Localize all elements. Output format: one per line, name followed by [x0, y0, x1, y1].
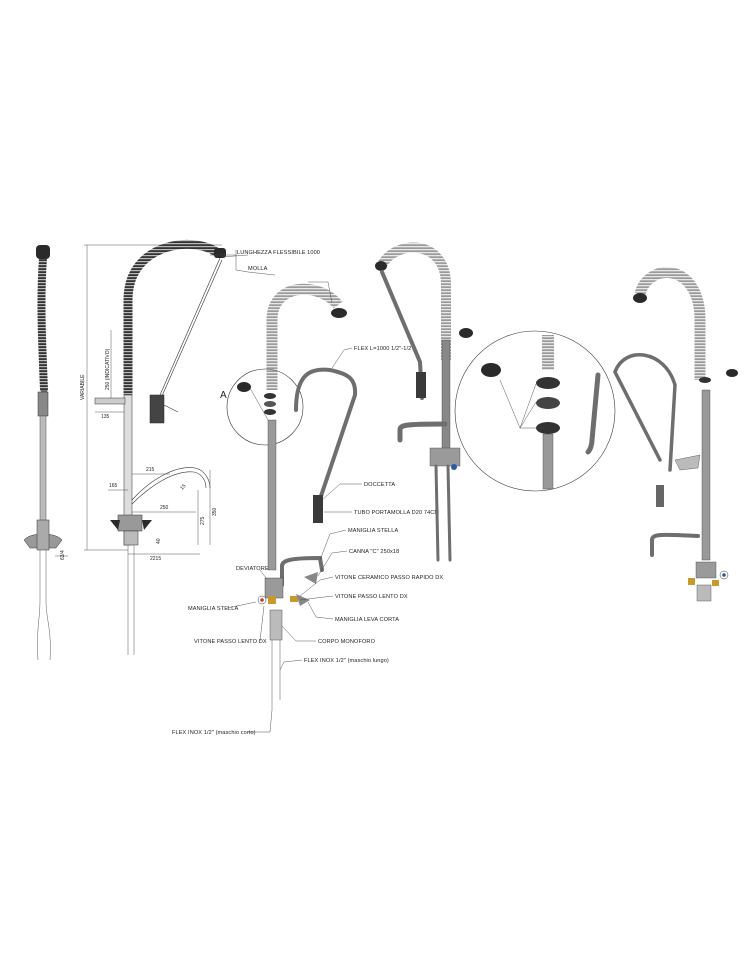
label-tubo-portamolla: TUBO PORTAMOLLA D20 74CM [354, 510, 439, 516]
label-maniglia-stella-right: MANIGLIA STELLA [348, 528, 398, 534]
dim-r: 15 [179, 483, 187, 491]
dim-variabile: VARIABILE [80, 374, 86, 400]
exploded-spring [266, 283, 343, 390]
assembled-spring [377, 242, 451, 360]
assembled-view [375, 242, 473, 562]
label-vitone-ceramico: VITONE CERAMICO PASSO RAPIDO DX [335, 575, 443, 581]
dimension-view: VARIABILE 250 (INDICATIVO) 135 215 165 2… [80, 240, 226, 655]
dim-350: 350 [212, 507, 218, 516]
label-corpo-monoforo: CORPO MONOFORO [318, 639, 376, 645]
detail-knob [481, 363, 501, 377]
dim-250: 250 (INDICATIVO) [105, 348, 111, 390]
label-doccetta: DOCCETTA [364, 482, 395, 488]
dim-165: 165 [109, 483, 118, 489]
exploded-3d-view [613, 267, 738, 602]
side-view: 63/4 [23, 245, 68, 661]
detail-circle-large [454, 330, 616, 492]
assembled-handle-top [459, 328, 473, 338]
dim-275: 275 [200, 516, 206, 525]
label-vitone-lento-dx-left: VITONE PASSO LENTO DX [194, 639, 267, 645]
label-vitone-lento-dx-right: VITONE PASSO LENTO DX [335, 594, 408, 600]
label-lunghezza-flessibile: LUNGHEZZA FLESSIBILE 1000 [237, 250, 320, 256]
side-spring-cap [36, 245, 50, 259]
label-maniglia-leva: MANIGLIA LEVA CORTA [335, 617, 399, 623]
exploded-3d-spring [634, 267, 706, 380]
dim-634: 63/4 [60, 550, 66, 560]
exploded-spring-cap [331, 308, 347, 318]
label-deviatore: DEVIATORE [236, 566, 269, 572]
detail-circle-a [226, 368, 304, 446]
dim-2215: 2215 [150, 556, 161, 562]
detail-enlarged [454, 330, 616, 492]
label-maniglia-stella-left: MANIGLIA STELLA [188, 606, 238, 612]
label-flex-inox-corti: FLEX INOX 1/2" (maschio corto) [172, 730, 256, 736]
label-molla: MOLLA [248, 266, 268, 272]
label-flex: FLEX L=1000 1/2"-1/2" [354, 346, 413, 352]
dim-135: 135 [101, 414, 110, 420]
dim-view-spring [123, 240, 224, 395]
exploded-body [264, 577, 284, 599]
dim-40: 40 [156, 538, 162, 544]
label-flex-inox-lunghi: FLEX INOX 1/2" (maschio lungo) [304, 658, 389, 664]
detail-letter: A [220, 390, 227, 401]
exploded-view: A [172, 250, 443, 736]
exploded-spray-gun [313, 495, 323, 523]
assembled-spray-gun [416, 372, 426, 398]
dim-215: 215 [146, 467, 155, 473]
dim-view-spray-gun [149, 394, 165, 424]
label-canna: CANNA "C" 250x18 [349, 549, 399, 555]
dim-250b: 250 [160, 505, 169, 511]
